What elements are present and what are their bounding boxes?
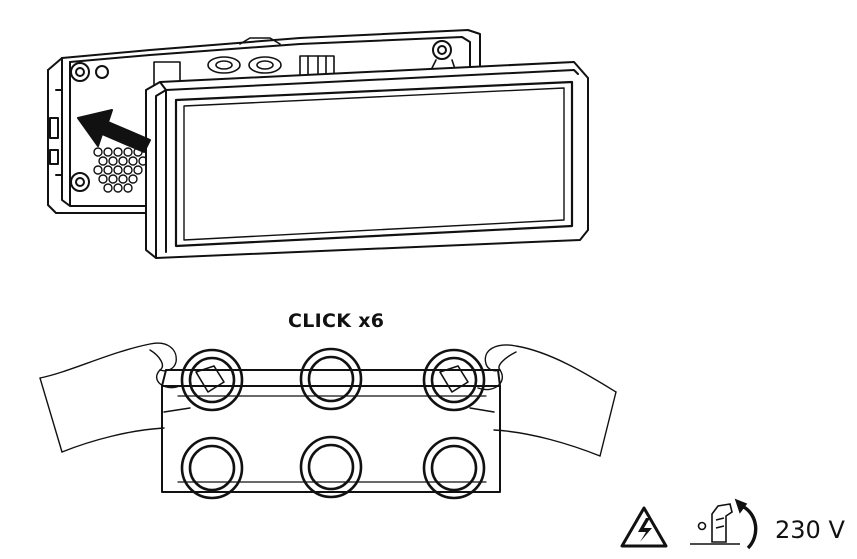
voltage-label: 230 V (775, 516, 845, 544)
rotary-switch-icon (690, 498, 758, 550)
cable-gland (180, 347, 486, 500)
thumb-press-mark (195, 365, 469, 393)
insertion-arrow (77, 109, 151, 153)
vent-grid (93, 147, 148, 193)
front-cover (145, 61, 589, 259)
click-step-label: CLICK x6 (288, 310, 385, 332)
screw-post (70, 40, 452, 192)
left-hand (39, 342, 191, 453)
electric-hazard-warning-icon (620, 506, 668, 548)
right-hand (469, 344, 617, 457)
